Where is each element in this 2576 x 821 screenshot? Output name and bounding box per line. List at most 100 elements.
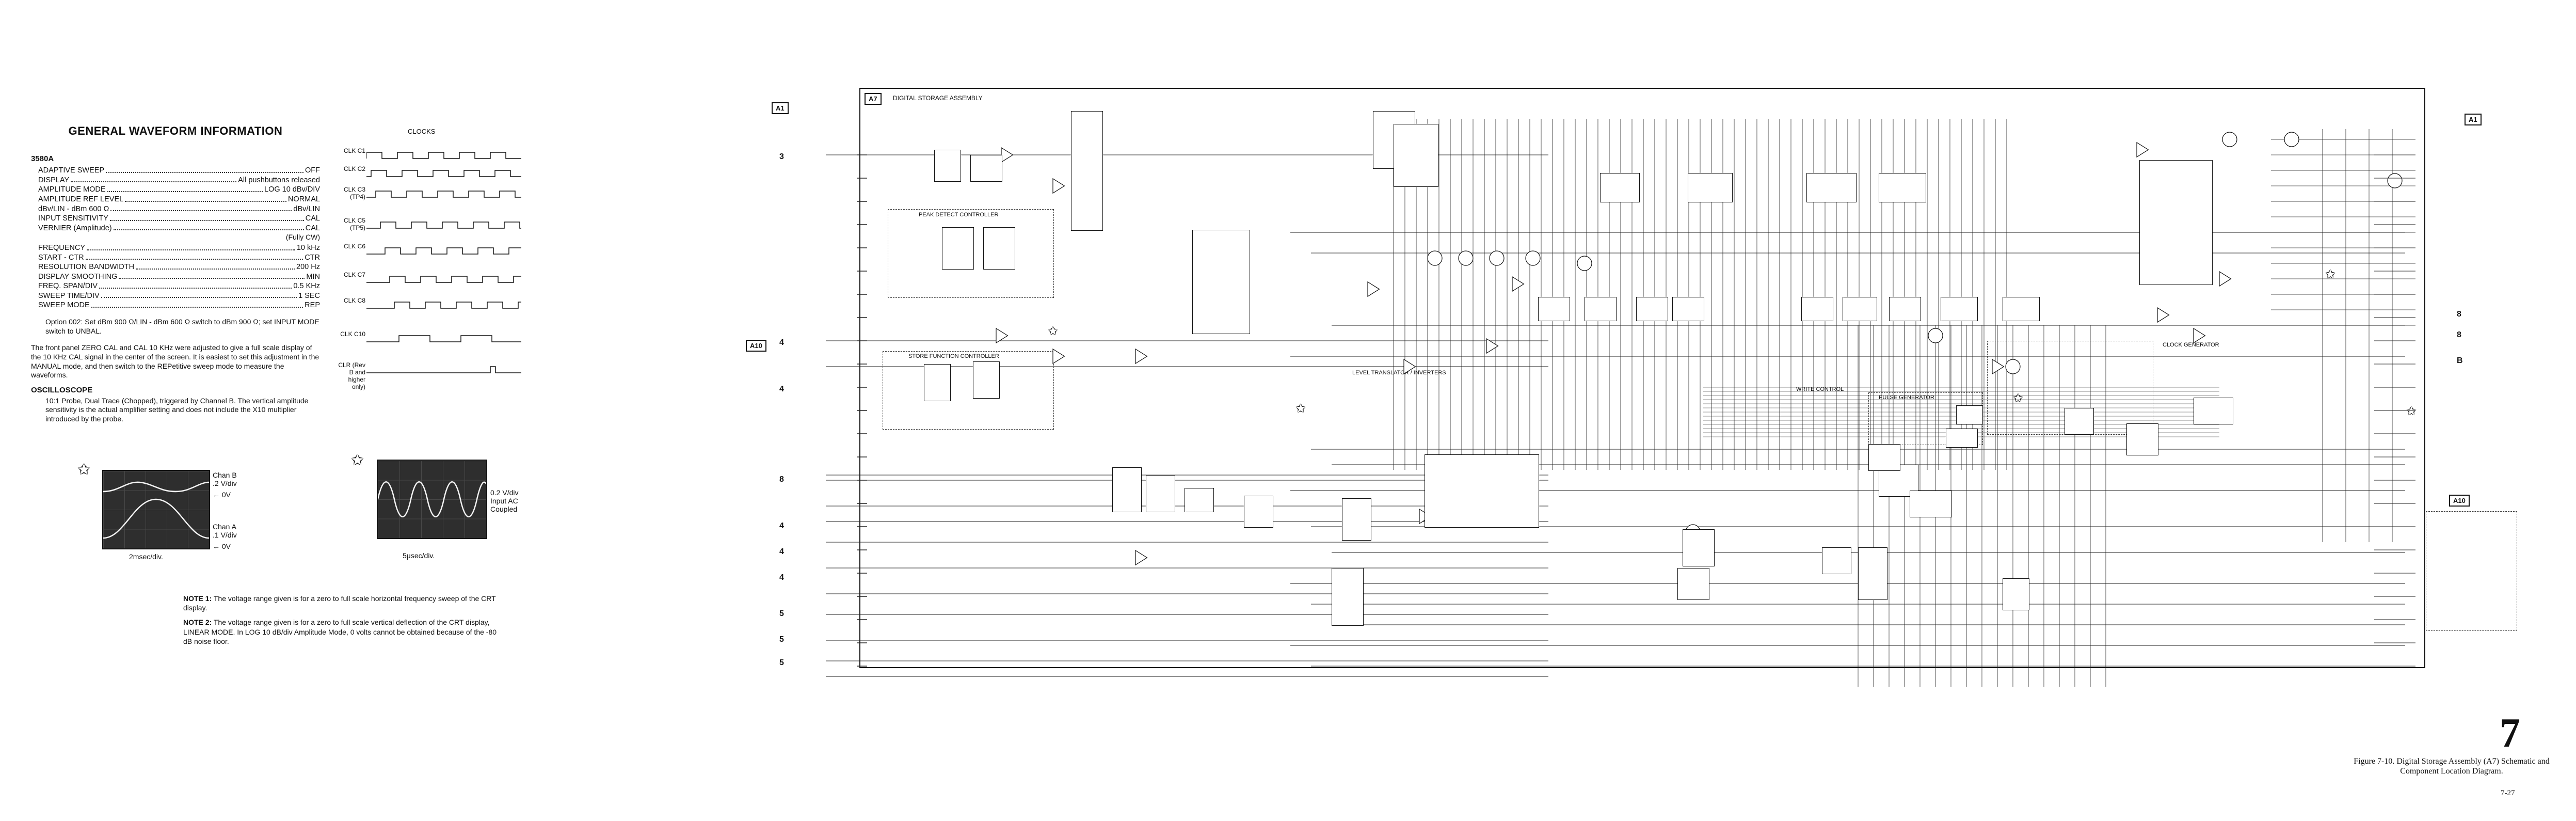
oscilloscope-heading: OSCILLOSCOPE	[31, 386, 93, 395]
connector-pin: 5	[779, 635, 784, 644]
ic-chip	[1910, 491, 1952, 517]
transistor-symbol	[1928, 328, 1943, 343]
connector-pin: 3	[779, 152, 784, 161]
ic-chip	[983, 227, 1015, 270]
dot-leader	[85, 253, 303, 260]
clock-generator-label: CLOCK GENERATOR	[2163, 342, 2219, 348]
connector-pin: 5	[779, 609, 784, 618]
clock-label: CLK C8	[343, 297, 365, 304]
setting-value: CAL	[305, 224, 320, 232]
chapter-number: 7	[2500, 711, 2520, 756]
ic-chip	[1585, 297, 1617, 321]
clock-waveform	[366, 276, 521, 283]
connector-pin: 4	[779, 385, 784, 393]
graticule	[103, 471, 209, 548]
clock-waveform	[366, 191, 521, 198]
clock-label: CLK C3 (TP4)	[343, 186, 365, 200]
dot-leader	[119, 272, 305, 279]
setting-row: INPUT SENSITIVITY CAL	[38, 214, 320, 224]
photo2-coupling-2: Coupled	[490, 505, 518, 514]
a1-tag-left: A1	[772, 102, 789, 114]
ic-chip	[1244, 496, 1273, 528]
dot-leader	[91, 301, 303, 308]
chan-a-scale: .1 V/div	[213, 531, 237, 540]
buffer-symbol	[2157, 307, 2170, 323]
notes-block: NOTE 1: The voltage range given is for a…	[183, 594, 498, 651]
connector-pin: 8	[779, 475, 784, 484]
transistor-symbol	[1458, 250, 1474, 266]
caption-line-2: Component Location Diagram.	[2400, 767, 2503, 776]
clock-waveform	[366, 247, 521, 255]
star-marker-icon: ✩	[351, 452, 364, 469]
ic-chip	[1538, 297, 1570, 321]
note-2-text: The voltage range given is for a zero to…	[183, 618, 497, 645]
ic-chip	[1112, 467, 1142, 512]
a7-tag: A7	[865, 93, 882, 105]
dot-leader	[125, 195, 286, 202]
chan-b-label: Chan B .2 V/div	[213, 471, 237, 487]
transistor-symbol	[2222, 132, 2237, 147]
level-translator-label: LEVEL TRANSLATOR / INVERTERS	[1352, 370, 1446, 376]
note-1-text: The voltage range given is for a zero to…	[183, 594, 496, 612]
chan-a-trace	[103, 498, 209, 539]
setting-value: dBv/LIN	[293, 204, 320, 213]
ic-chip	[2003, 578, 2029, 610]
clock-waveform	[366, 152, 521, 159]
ic-chip	[1192, 230, 1250, 334]
dot-leader	[99, 281, 292, 289]
connector-pin: 4	[779, 573, 784, 582]
dot-leader	[109, 214, 304, 221]
setting-row: VERNIER (Amplitude)CAL	[38, 224, 320, 233]
star-marker-icon: ✩	[1048, 324, 1059, 338]
zero-a-text: 0V	[221, 542, 231, 550]
clock-label: CLR (Rev B and higher only)	[338, 361, 365, 390]
setting-key: dBv/LIN - dBm 600 Ω	[38, 204, 109, 213]
setting-key: FREQUENCY	[38, 244, 86, 252]
setting-key: INPUT SENSITIVITY	[38, 214, 108, 223]
ic-chip	[1946, 429, 1978, 448]
ic-chip	[924, 364, 951, 401]
setting-key: FREQ. SPAN/DIV	[38, 282, 98, 291]
chan-b-trace	[103, 481, 209, 493]
clock-waveform	[366, 366, 521, 373]
scope-photo-1	[102, 470, 210, 549]
connector-pin: 8	[2457, 310, 2461, 319]
clocks-title: CLOCKS	[408, 128, 436, 135]
clock-waveform	[366, 302, 521, 309]
figure-caption: Figure 7-10. Digital Storage Assembly (A…	[2338, 756, 2565, 776]
caption-line-1: Figure 7-10. Digital Storage Assembly (A…	[2354, 757, 2550, 766]
page-number: 7-27	[2501, 789, 2515, 797]
setting-value: CAL	[305, 214, 320, 223]
scope-photo-2	[377, 460, 487, 539]
clock-label: CLK C5 (TP5)	[343, 217, 365, 231]
waveform-info-panel: GENERAL WAVEFORM INFORMATION 3580A ADAPT…	[31, 124, 320, 424]
ic-chip	[1801, 297, 1833, 321]
oscilloscope-text: 10:1 Probe, Dual Trace (Chopped), trigge…	[45, 396, 309, 423]
setting-value: All pushbuttons released	[238, 176, 320, 184]
transistor-symbol	[2387, 173, 2403, 188]
setting-value: 1 SEC	[298, 291, 320, 300]
connector-pin: 4	[779, 522, 784, 530]
ic-chip	[1822, 547, 1851, 574]
clock-label: CLK C6	[343, 243, 365, 250]
photo1-caption: 2msec/div.	[129, 552, 163, 561]
chan-b-zero: ← 0V	[213, 491, 231, 499]
chan-a-zero: ← 0V	[213, 542, 231, 550]
schematic-wiring	[826, 119, 2415, 687]
transistor-symbol	[1525, 250, 1541, 266]
ic-chip	[970, 155, 1002, 182]
ic-chip	[1956, 405, 1983, 424]
peak-detect-label: PEAK DETECT CONTROLLER	[919, 212, 999, 218]
connector-pin: 4	[779, 547, 784, 556]
chan-a-name: Chan A	[213, 523, 236, 531]
star-marker-icon: ✩	[2013, 391, 2024, 405]
setting-key: DISPLAY SMOOTHING	[38, 272, 118, 281]
